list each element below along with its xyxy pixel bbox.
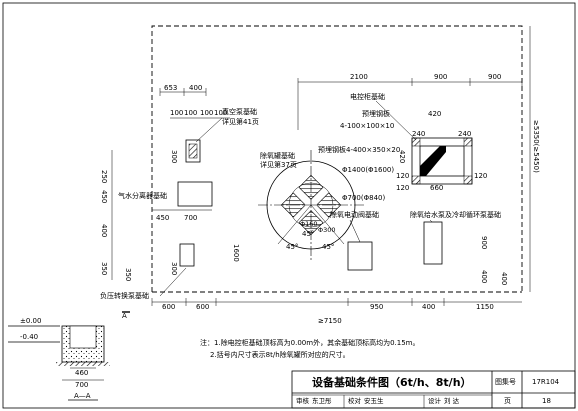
reviewer: 东卫彤 <box>312 396 332 405</box>
dim-950: 950 <box>370 303 383 311</box>
deox-tank-label-2: 详见第37页 <box>260 160 297 169</box>
dim-total-width: ≥7150 <box>318 317 342 325</box>
dim-420: 420 <box>428 110 441 118</box>
dim-left-450: 450 <box>100 190 108 203</box>
note-2: 2.括号内尺寸表示8t/h除氧罐所对应的尺寸。 <box>210 350 350 359</box>
dim-900b: 900 <box>488 73 501 81</box>
section-dim-700: 700 <box>75 381 88 389</box>
dim-600a: 600 <box>162 303 175 311</box>
dim-600b: 600 <box>196 303 209 311</box>
dim-total-height: ≥5350(≥5450) <box>532 120 540 173</box>
section-title: A—A <box>74 392 91 400</box>
valve-label: 除氧电动阀基础 <box>330 210 379 219</box>
phi1400-label: Φ1400(Φ1600) <box>342 166 394 174</box>
dim-400b: 400 <box>422 303 435 311</box>
dim-right-400b: 400 <box>500 272 508 285</box>
dim-420b: 420 <box>398 150 406 163</box>
dim-400a: 400 <box>189 84 202 92</box>
atlas-number: 17R104 <box>532 378 560 386</box>
dim-right-900: 900 <box>480 236 488 249</box>
dim-left-400: 400 <box>100 224 108 237</box>
dim-left-300b: 300 <box>170 262 178 275</box>
deox-pump-foundation <box>423 221 443 265</box>
dim-left-350b: 350 <box>124 268 132 281</box>
dim-left-300a: 300 <box>170 150 178 163</box>
section-mark-a1: A <box>122 312 127 320</box>
phi700-label: Φ700(Φ840) <box>342 194 385 202</box>
control-cabinet-label: 电控柜基础 <box>350 92 385 101</box>
elev-000: ±0.00 <box>20 317 41 325</box>
checker: 安玉生 <box>364 396 384 405</box>
title-text: 设备基础条件图（6t/h、8t/h） <box>312 375 472 389</box>
note-1: 注：1.除电控柜基础顶标高为0.00m外，其余基础顶标高均为0.15m。 <box>200 338 420 347</box>
angle-45c: 45° <box>302 230 314 238</box>
deox-pump-label: 除氧给水泵及冷却循环泵基础 <box>410 210 501 219</box>
dim-phi160: Φ160 <box>300 220 318 228</box>
designer: 刘 达 <box>444 396 460 405</box>
section-dim-460: 460 <box>75 369 88 377</box>
dim-phi300: Φ300 <box>318 226 336 234</box>
steam-water-label: 气水分离器基础 <box>118 191 167 200</box>
elev-040: -0.40 <box>20 333 38 341</box>
dim-100a: 100 <box>170 109 183 117</box>
check-label: 校对 <box>348 396 362 405</box>
dim-100b: 100 <box>184 109 197 117</box>
embedded-plate2-label: 预埋钢板4-400×350×20 <box>318 145 400 154</box>
room-outline <box>151 25 523 292</box>
valve-foundation <box>347 241 373 271</box>
vacuum-pump-label-1: 真空泵基础 <box>222 107 257 116</box>
embedded-plate-label-1: 预埋钢板 <box>362 109 390 118</box>
dim-1150: 1150 <box>476 303 494 311</box>
dim-left-250: 250 <box>100 170 108 183</box>
vacuum-pump-label-2: 详见第41页 <box>222 117 259 126</box>
control-cabinet-foundation <box>411 137 473 185</box>
dim-900a: 900 <box>434 73 447 81</box>
steam-water-separator-foundation <box>177 181 213 207</box>
angle-45a: 45° <box>286 243 298 251</box>
dim-660: 660 <box>430 184 443 192</box>
review-label: 审核 <box>296 396 310 405</box>
dim-240b: 240 <box>458 130 471 138</box>
embedded-plate-label-2: 4-100×100×10 <box>340 122 394 130</box>
dim-120b: 120 <box>474 172 487 180</box>
deaerator-support-blocks <box>280 174 342 236</box>
dim-240a: 240 <box>412 130 425 138</box>
dim-653: 653 <box>164 84 177 92</box>
dim-2100: 2100 <box>350 73 368 81</box>
dim-left-1600: 1600 <box>232 244 240 262</box>
dim-right-400: 400 <box>480 270 488 283</box>
dim-700: 700 <box>184 214 197 222</box>
deox-tank-label-1: 除氧罐基础 <box>260 151 295 160</box>
title-block <box>291 370 576 409</box>
dim-100d: 100 <box>214 109 227 117</box>
negative-pressure-pump-foundation <box>179 243 195 267</box>
dim-left-350: 350 <box>100 262 108 275</box>
design-label: 设计 <box>428 396 442 405</box>
page-number: 18 <box>542 397 551 405</box>
dim-120c: 120 <box>396 184 409 192</box>
vacuum-pump-foundation <box>185 139 201 163</box>
dim-100c: 100 <box>200 109 213 117</box>
angle-45b: 45° <box>322 243 334 251</box>
page-label: 页 <box>504 397 511 405</box>
neg-pressure-label: 负压转换泵基础 <box>100 291 149 300</box>
atlas-label: 图集号 <box>495 377 516 386</box>
dim-120a: 120 <box>396 172 409 180</box>
dim-450a: 450 <box>156 214 169 222</box>
